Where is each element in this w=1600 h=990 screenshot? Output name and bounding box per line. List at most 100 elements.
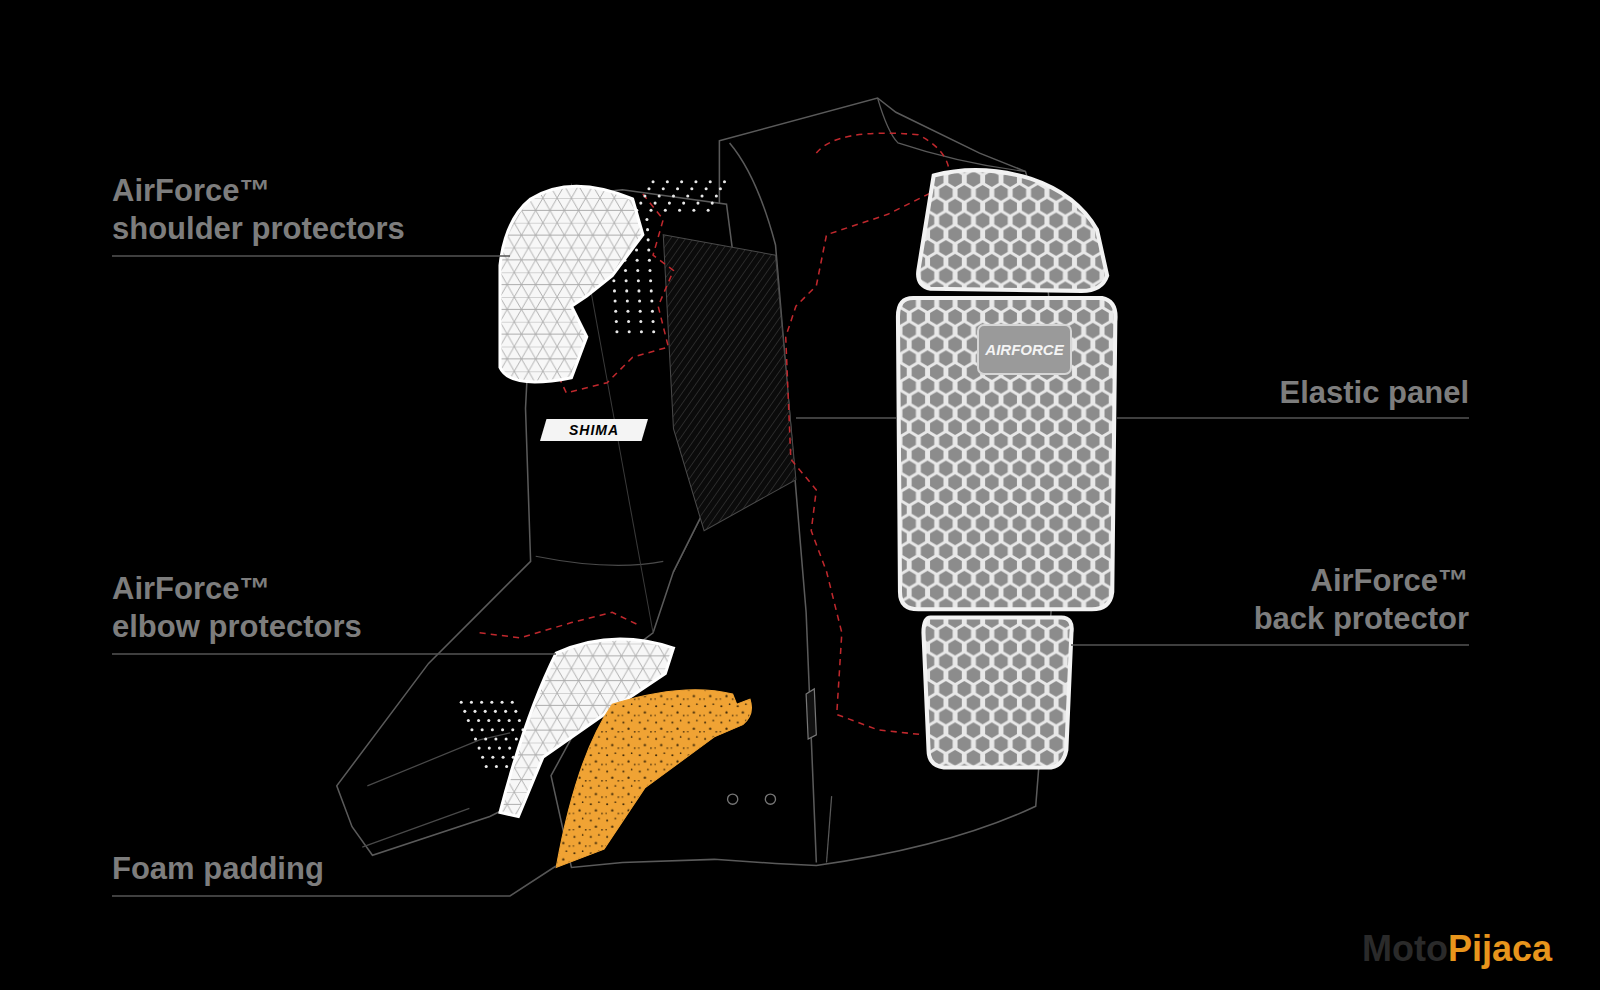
perforation-dot — [650, 289, 653, 292]
perforation-dot — [511, 728, 514, 731]
cuff-seam — [367, 733, 510, 786]
perforation-dot — [460, 701, 463, 704]
shoulder-protector — [500, 186, 643, 382]
perforation-dot — [692, 209, 695, 212]
perforation-dot — [652, 320, 655, 323]
perforation-dot — [646, 228, 649, 231]
perforation-dot — [497, 719, 500, 722]
perforation-dot — [701, 194, 704, 197]
perforation-dot — [637, 279, 640, 282]
perforation-dot — [652, 180, 655, 183]
perforation-dot — [654, 202, 657, 205]
perforation-dot — [648, 259, 651, 262]
part-label: AirForce™ shoulder protectors — [112, 172, 408, 248]
perforation-dot — [515, 737, 518, 740]
logo-text: SHIMA — [569, 422, 619, 438]
zipper — [806, 689, 816, 739]
collar-seam — [878, 98, 1026, 171]
perforation-dot — [490, 701, 493, 704]
perforation-dot — [682, 202, 685, 205]
perforation-dot — [615, 330, 618, 333]
perforation-dot — [614, 310, 617, 313]
perforation-dot — [626, 310, 629, 313]
sleeve-seam — [536, 556, 664, 565]
perforation-dot — [473, 710, 476, 713]
perforation-dot — [635, 249, 638, 252]
perforation-dot — [696, 202, 699, 205]
snap-button — [765, 794, 775, 804]
perforation-dot — [488, 747, 491, 750]
perforation-dot — [484, 710, 487, 713]
perforation-dot — [690, 187, 693, 190]
perforation-dot — [649, 209, 652, 212]
perforation-dot — [638, 300, 641, 303]
perforation-dot — [467, 719, 470, 722]
perforation-dot — [474, 737, 477, 740]
perforation-dot — [478, 747, 481, 750]
perforation-dot — [498, 747, 501, 750]
perforation-dot — [715, 194, 718, 197]
perforation-dot — [639, 320, 642, 323]
perforation-dot — [481, 728, 484, 731]
perforation-dot — [485, 765, 488, 768]
perforation-dot — [628, 330, 631, 333]
mesh-panel — [663, 235, 796, 531]
perforation-dot — [639, 202, 642, 205]
leader-line — [112, 255, 510, 257]
perforation-dot — [676, 187, 679, 190]
perforation-dot — [639, 310, 642, 313]
logo-badge: AIRFORCE — [977, 324, 1072, 375]
part-label: Elastic panel — [1279, 374, 1469, 412]
perforation-dot — [723, 180, 726, 183]
perforation-dot — [711, 202, 714, 205]
perforation-dot — [636, 269, 639, 272]
perforation-dot — [495, 765, 498, 768]
perforation-dot — [505, 765, 508, 768]
perforation-dot — [636, 259, 639, 262]
perforation-dot — [658, 194, 661, 197]
perforation-dot — [680, 180, 683, 183]
perforation-dot — [625, 289, 628, 292]
perforation-dot — [647, 187, 650, 190]
perforation-dot — [678, 209, 681, 212]
perforation-dot — [645, 218, 648, 221]
perforation-dot — [613, 289, 616, 292]
perforation-dot — [501, 701, 504, 704]
perforation-dot — [643, 194, 646, 197]
back-protector-upper — [918, 170, 1107, 291]
perforation-dot — [672, 194, 675, 197]
logo-text: AIRFORCE — [985, 341, 1063, 358]
hem-seam — [827, 796, 832, 862]
perforation-dot — [694, 180, 697, 183]
perforation-dot — [686, 194, 689, 197]
perforation-dot — [648, 269, 651, 272]
perforation-dot — [625, 279, 628, 282]
perforation-dot — [487, 719, 490, 722]
perforation-dot — [501, 728, 504, 731]
logo-band: SHIMA — [540, 419, 648, 441]
perforation-dot — [707, 209, 710, 212]
leader-line — [1071, 644, 1469, 646]
back-protector-middle — [898, 298, 1116, 609]
perforation-dot — [705, 187, 708, 190]
foam-padding — [556, 690, 751, 868]
perforation-dot — [494, 710, 497, 713]
perforation-dot — [470, 701, 473, 704]
part-label: AirForce™ back protector — [1250, 562, 1469, 638]
perforation-dot — [662, 187, 665, 190]
part-label: Foam padding — [112, 850, 324, 888]
perforation-dot — [627, 320, 630, 323]
perforation-dot — [614, 300, 617, 303]
perforation-dot — [666, 180, 669, 183]
perforation-dot — [709, 180, 712, 183]
perforation-dot — [518, 719, 521, 722]
perforation-dot — [491, 728, 494, 731]
liner-seam — [480, 612, 638, 638]
perforation-dot — [626, 300, 629, 303]
back-protector-lower — [923, 617, 1071, 767]
part-label: AirForce™ elbow protectors — [112, 570, 365, 646]
perforation-dot — [484, 737, 487, 740]
